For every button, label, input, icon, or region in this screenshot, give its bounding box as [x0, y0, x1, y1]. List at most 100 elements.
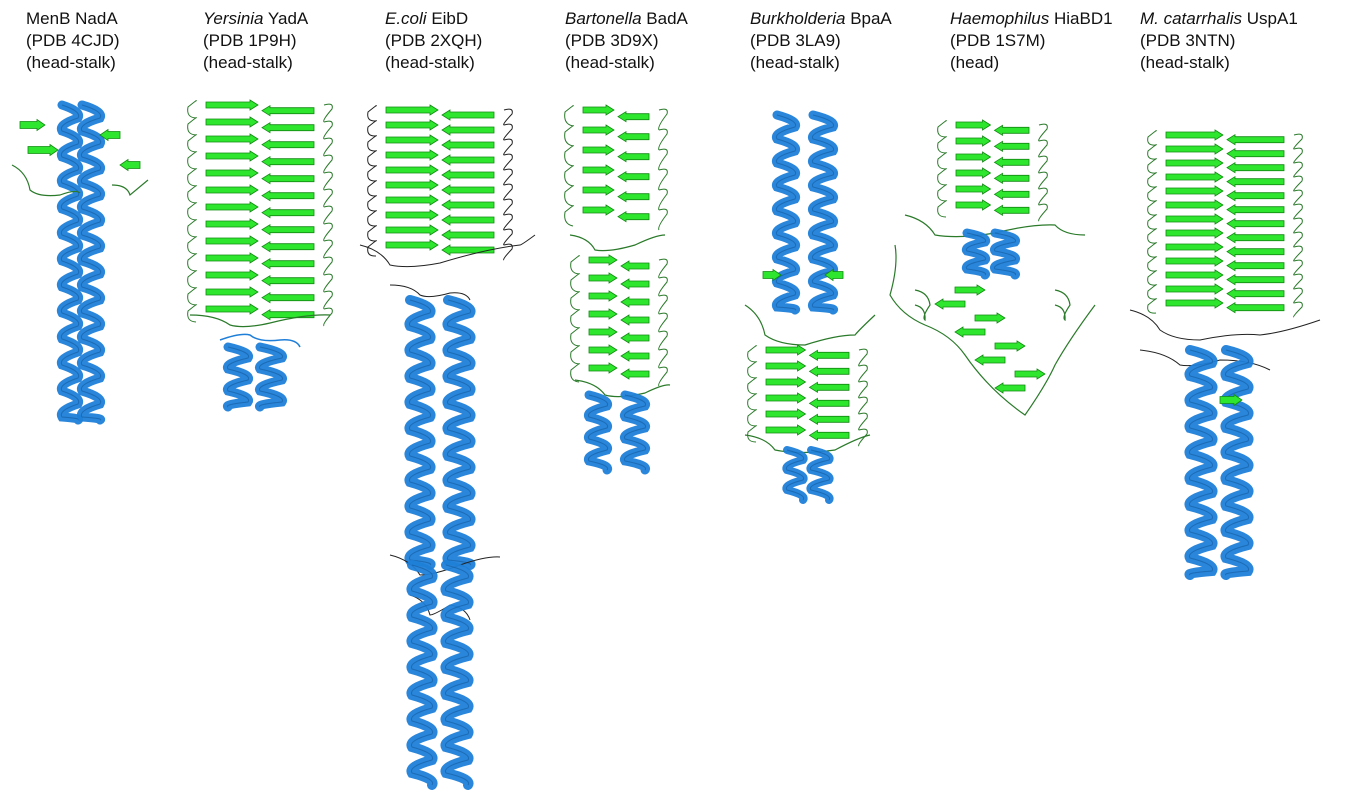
caption-yada: Yersinia YadA (PDB 1P9H) (head-stalk) — [203, 8, 308, 74]
beta-strand — [262, 140, 314, 150]
beta-strand — [206, 287, 258, 297]
beta-strand — [262, 191, 314, 201]
loop — [324, 155, 333, 173]
loop — [504, 184, 513, 200]
loop — [188, 237, 197, 254]
beta-strand — [766, 425, 806, 435]
beta-strand — [1166, 256, 1223, 266]
loop — [659, 149, 668, 170]
caption-title: E.coli EibD — [385, 8, 482, 30]
beta-strand — [442, 185, 494, 195]
loop — [324, 172, 333, 190]
loop — [565, 106, 574, 126]
alpha-helix — [1189, 350, 1212, 575]
structure-bada — [555, 95, 685, 485]
loop — [1130, 310, 1320, 340]
caption-region: (head-stalk) — [26, 52, 120, 74]
beta-strand — [766, 393, 806, 403]
beta-strand — [956, 152, 991, 162]
beta-strand — [262, 293, 314, 303]
loop — [659, 259, 668, 278]
beta-strand — [206, 219, 258, 229]
loop — [915, 290, 930, 320]
beta-strand — [442, 215, 494, 225]
caption-bada: Bartonella BadA (PDB 3D9X) (head-stalk) — [565, 8, 688, 74]
caption-hiabd1: Haemophilus HiaBD1 (PDB 1S7M) (head) — [950, 8, 1113, 74]
structure-nada — [0, 95, 170, 435]
loop — [571, 364, 580, 382]
loop — [368, 181, 377, 196]
beta-strand — [262, 310, 314, 320]
loop — [188, 101, 197, 118]
loop — [1294, 288, 1303, 303]
loop — [659, 349, 668, 368]
beta-strand — [386, 150, 438, 160]
beta-strand — [995, 189, 1030, 199]
loop — [504, 154, 513, 170]
loop — [659, 295, 668, 314]
caption-title: MenB NadA — [26, 8, 120, 30]
loop — [504, 124, 513, 140]
caption-title: Burkholderia BpaA — [750, 8, 892, 30]
loop — [504, 199, 513, 215]
loop — [859, 413, 868, 430]
loop — [659, 367, 668, 386]
beta-strand — [262, 157, 314, 167]
loop — [1148, 229, 1157, 244]
loop — [1294, 302, 1303, 317]
loop — [571, 256, 580, 274]
caption-pdb: (PDB 4CJD) — [26, 30, 120, 52]
beta-strand — [1227, 289, 1284, 299]
caption-region: (head-stalk) — [385, 52, 482, 74]
caption-pdb: (PDB 3LA9) — [750, 30, 892, 52]
loop — [368, 226, 377, 241]
beta-strand — [1227, 247, 1284, 257]
loop — [1055, 290, 1070, 320]
loop — [565, 166, 574, 186]
beta-strand — [621, 279, 649, 289]
loop — [659, 169, 668, 190]
caption-title: Haemophilus HiaBD1 — [950, 8, 1113, 30]
loop — [1148, 173, 1157, 188]
beta-strand — [442, 155, 494, 165]
beta-strand — [975, 355, 1005, 365]
alpha-helix — [812, 115, 833, 310]
beta-strand — [1166, 144, 1223, 154]
beta-strand — [442, 110, 494, 120]
loop — [368, 196, 377, 211]
beta-strand — [589, 273, 617, 283]
caption-region: (head) — [950, 52, 1113, 74]
loop — [1039, 172, 1048, 189]
beta-strand — [810, 350, 850, 360]
caption-pdb: (PDB 1S7M) — [950, 30, 1113, 52]
loop — [1148, 131, 1157, 146]
beta-strand — [621, 333, 649, 343]
loop — [368, 106, 377, 121]
beta-strand — [583, 205, 614, 215]
beta-strand — [995, 173, 1030, 183]
loop — [748, 426, 757, 442]
beta-strand — [766, 377, 806, 387]
beta-strand — [618, 152, 649, 162]
beta-strand — [621, 297, 649, 307]
beta-strand — [589, 291, 617, 301]
loop — [748, 362, 757, 378]
beta-strand — [995, 157, 1030, 167]
loop — [659, 109, 668, 130]
beta-strand — [262, 242, 314, 252]
loop — [188, 254, 197, 271]
caption-title: Bartonella BadA — [565, 8, 688, 30]
loop — [324, 291, 333, 309]
caption-eibd: E.coli EibD (PDB 2XQH) (head-stalk) — [385, 8, 482, 74]
beta-strand — [386, 135, 438, 145]
beta-strand — [956, 184, 991, 194]
beta-strand — [1166, 242, 1223, 252]
loop — [188, 135, 197, 152]
loop — [368, 151, 377, 166]
loop — [324, 189, 333, 207]
beta-strand — [386, 195, 438, 205]
beta-strand — [262, 174, 314, 184]
loop — [188, 169, 197, 186]
beta-strand — [810, 382, 850, 392]
beta-strand — [1166, 298, 1223, 308]
